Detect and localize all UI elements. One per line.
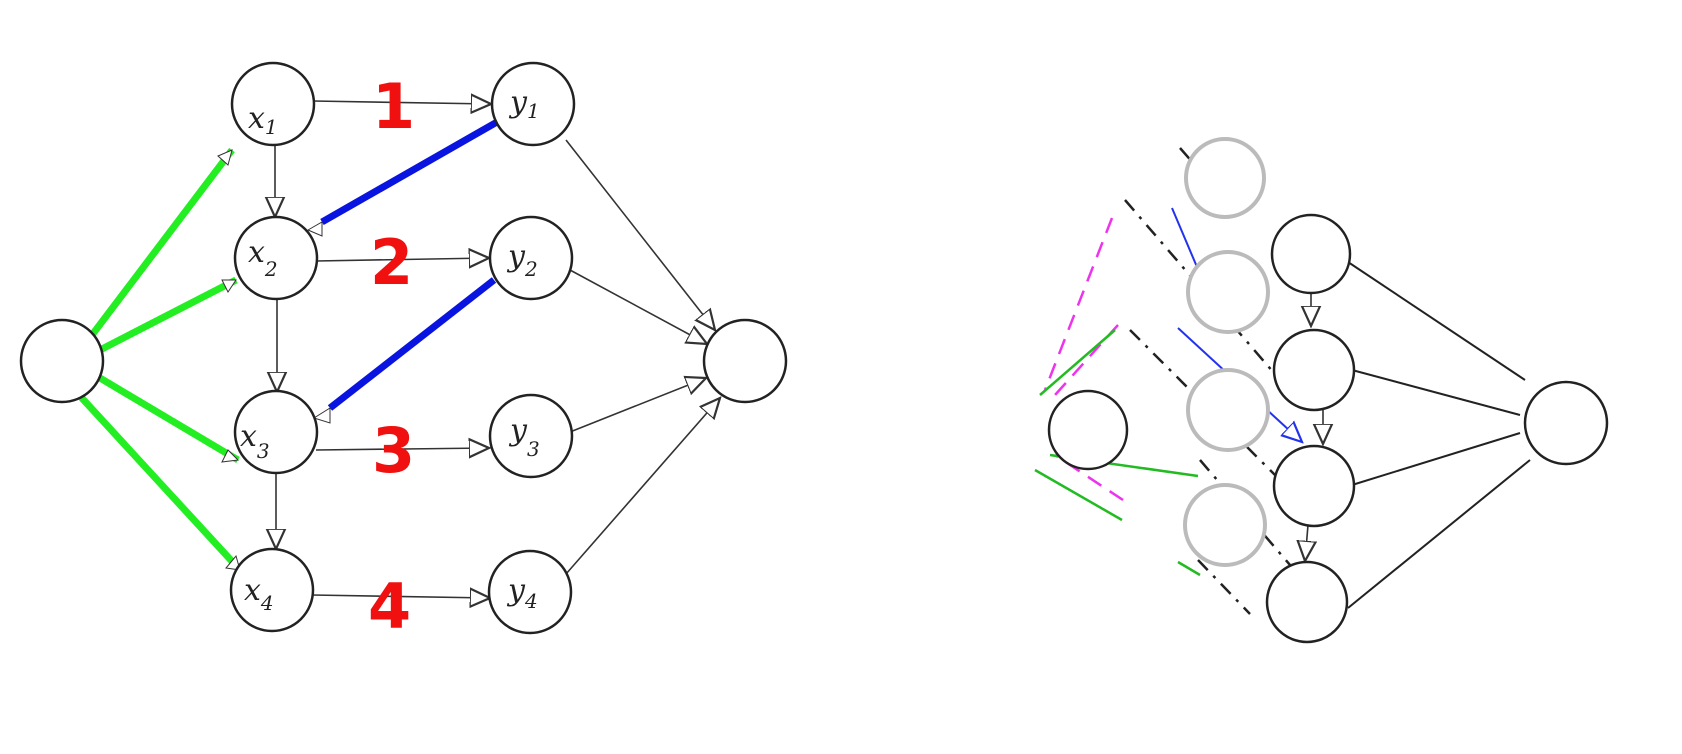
svg-text:y4: y4 (506, 573, 538, 613)
edge-y3-sink (569, 378, 706, 433)
sink-node (1523, 380, 1609, 466)
layer-node (1272, 328, 1356, 412)
x-chain-edges (275, 145, 277, 549)
x-node-label: x (240, 419, 257, 454)
edge-x4-y4 (311, 595, 490, 598)
sink-edge (1351, 432, 1521, 486)
y-node-label: y (506, 573, 526, 608)
edge-x1-y1 (312, 101, 491, 104)
svg-text:x4: x4 (244, 573, 274, 615)
step-number-4: 4 (368, 570, 411, 643)
x-node-subscript: 4 (260, 591, 274, 615)
arrowhead-icon (312, 407, 331, 424)
edge-x2-y2 (315, 258, 489, 261)
sink-edge (1351, 369, 1521, 416)
arrowhead-icon (225, 554, 241, 571)
x-node-label: x (244, 573, 261, 608)
svg-text:x3: x3 (240, 419, 270, 463)
x-node-1: x1 (230, 61, 316, 147)
sink-edges (1347, 261, 1531, 609)
green-edge (1034, 468, 1123, 522)
y-node-subscript: 4 (524, 589, 538, 613)
arrowhead-icon (221, 279, 237, 293)
x-node-3: x3 (233, 389, 319, 475)
edge-source-x2 (98, 276, 238, 354)
x-node-4: x4 (229, 547, 315, 633)
y-to-sink-edges (565, 139, 720, 575)
edge-source-x1 (89, 147, 235, 338)
chain-edge (1305, 524, 1308, 561)
svg-text:x2: x2 (248, 235, 278, 281)
edge-y1-x2 (320, 118, 499, 226)
edge-source-x4 (77, 393, 243, 573)
edge-x3-y3 (315, 448, 489, 450)
ghost-node (1183, 483, 1267, 567)
x-node-label: x (248, 235, 265, 270)
x-node-2: x2 (233, 215, 319, 301)
right-layered-graph (1034, 137, 1609, 644)
green-edge (1177, 560, 1201, 577)
dashed-edge (1129, 329, 1291, 491)
back-edges-blue (306, 118, 499, 424)
green-edge (1039, 329, 1116, 396)
svg-text:y3: y3 (508, 413, 540, 461)
ghost-node (1184, 137, 1266, 219)
left-flow-graph: x1 x2 x3 x4 y1 y2 y3 y4 1 (19, 61, 788, 643)
svg-text:y2: y2 (506, 239, 538, 281)
edge-y4-sink (565, 398, 720, 575)
layer-node (1265, 560, 1349, 644)
y-node-subscript: 3 (527, 437, 540, 461)
source-node (1047, 389, 1129, 471)
step-number-3: 3 (372, 414, 415, 487)
y-node-label: y (508, 413, 528, 448)
y-node-label: y (506, 239, 526, 274)
ghost-node (1186, 368, 1270, 452)
layer-node (1272, 444, 1356, 528)
svg-text:y1: y1 (508, 85, 540, 123)
y-node-1: y1 (490, 61, 576, 147)
x-to-y-edges (311, 101, 491, 598)
source-edges-green (77, 147, 243, 573)
step-number-2: 2 (370, 226, 413, 299)
dashed-edge (1197, 559, 1251, 615)
x-node-subscript: 3 (257, 439, 270, 463)
y-node-subscript: 1 (527, 99, 540, 123)
magenta-edge (1043, 217, 1114, 391)
layer-node (1270, 213, 1352, 295)
dashed-edge (1124, 199, 1281, 381)
edge-y2-sink (569, 269, 707, 344)
edge-source-x3 (98, 374, 240, 464)
y-node-3: y3 (488, 393, 574, 479)
sink-node (702, 318, 788, 404)
x-node-subscript: 2 (264, 257, 278, 281)
x-node-subscript: 1 (265, 115, 278, 139)
step-number-1: 1 (372, 70, 415, 143)
sink-edge (1347, 459, 1531, 609)
ghost-node (1186, 250, 1270, 334)
x-node-label: x (248, 101, 265, 136)
sink-edge (1347, 261, 1526, 381)
edge-y2-x3 (327, 277, 497, 411)
edge-y1-sink (565, 139, 715, 330)
arrowhead-icon (306, 221, 323, 237)
black-chain-edges (1305, 294, 1323, 561)
y-node-label: y (508, 85, 528, 120)
y-node-2: y2 (488, 215, 574, 301)
y-node-4: y4 (487, 549, 573, 635)
source-node (19, 318, 105, 404)
arrowhead-icon (217, 149, 233, 166)
svg-text:x1: x1 (248, 101, 278, 139)
arrowhead-icon (221, 449, 240, 463)
y-node-subscript: 2 (524, 257, 538, 281)
